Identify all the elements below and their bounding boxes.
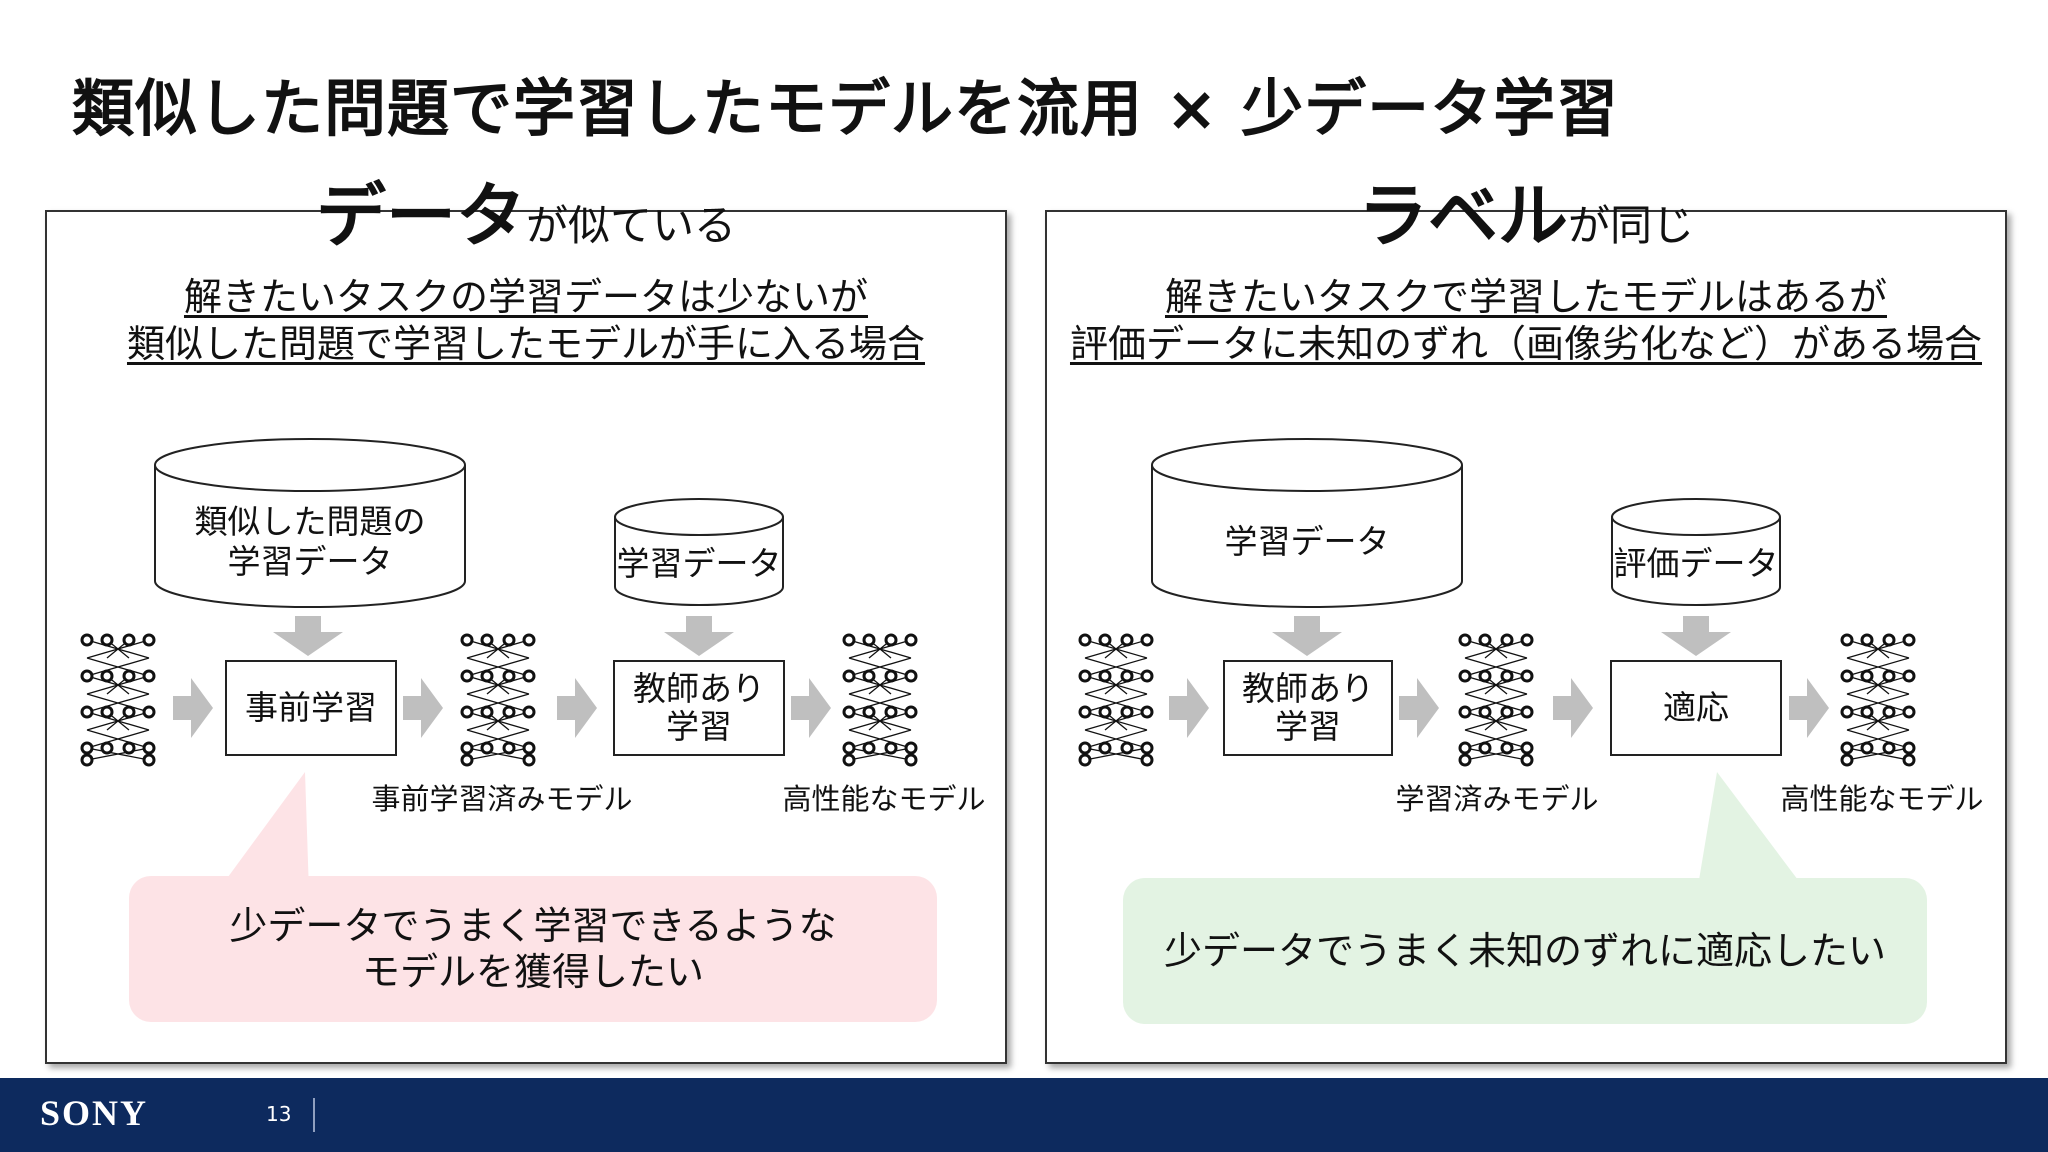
neural-network-icon bbox=[842, 633, 918, 767]
caption-pretrained-model: 事前学習済みモデル bbox=[371, 782, 633, 816]
heading-suffix: が同じ bbox=[1567, 201, 1694, 250]
neural-network-icon bbox=[1078, 633, 1154, 767]
right-arrow-icon bbox=[403, 678, 443, 738]
heading-keyword: データ bbox=[315, 175, 526, 257]
down-arrow-icon bbox=[1661, 616, 1731, 656]
neural-network-icon bbox=[80, 633, 156, 767]
right-arrow-icon bbox=[1789, 678, 1829, 738]
bubble-tail bbox=[1697, 772, 1807, 892]
heading-suffix: が似ている bbox=[525, 201, 736, 250]
right-arrow-icon bbox=[1169, 678, 1209, 738]
description-line-1: 解きたいタスクで学習したモデルはあるが bbox=[1164, 275, 1887, 319]
goal-callout: 少データでうまく学習できるようなモデルを獲得したい bbox=[129, 876, 937, 1022]
right-arrow-icon bbox=[1553, 678, 1593, 738]
database-cylinder-icon bbox=[614, 498, 784, 606]
right-arrow-icon bbox=[1399, 678, 1439, 738]
panel-similar-data: データが似ている 解きたいタスクの学習データは少ないが 類似した問題で学習したモ… bbox=[45, 175, 1007, 1064]
panel-heading: データが似ている bbox=[47, 160, 1005, 261]
panel-description: 解きたいタスクで学習したモデルはあるが 評価データに未知のずれ（画像劣化など）が… bbox=[1047, 274, 2005, 368]
footer-bar: SONY 13 bbox=[0, 1078, 2048, 1152]
right-arrow-icon bbox=[791, 678, 831, 738]
down-arrow-icon bbox=[664, 616, 734, 656]
description-line-1: 解きたいタスクの学習データは少ないが bbox=[183, 275, 868, 319]
step-box-pretraining: 事前学習 bbox=[225, 660, 397, 756]
description-line-2: 類似した問題で学習したモデルが手に入る場合 bbox=[126, 322, 925, 366]
down-arrow-icon bbox=[1272, 616, 1342, 656]
slide-title: 類似した問題で学習したモデルを流用 × 少データ学習 bbox=[72, 72, 1620, 145]
step-box-adaptation: 適応 bbox=[1610, 660, 1782, 756]
step-box-supervised: 教師あり学習 bbox=[1223, 660, 1393, 756]
neural-network-icon bbox=[1458, 633, 1534, 767]
caption-high-performance-model: 高性能なモデル bbox=[782, 782, 986, 816]
right-arrow-icon bbox=[173, 678, 213, 738]
caption-trained-model: 学習済みモデル bbox=[1395, 782, 1599, 816]
step-box-supervised: 教師あり学習 bbox=[613, 660, 785, 756]
neural-network-icon bbox=[1840, 633, 1916, 767]
database-cylinder-icon bbox=[1151, 438, 1463, 608]
right-arrow-icon bbox=[557, 678, 597, 738]
neural-network-icon bbox=[460, 633, 536, 767]
bubble-tail bbox=[217, 772, 309, 892]
db-label: 評価データ bbox=[1613, 544, 1779, 583]
panel-same-labels: ラベルが同じ 解きたいタスクで学習したモデルはあるが 評価データに未知のずれ（画… bbox=[1045, 175, 2007, 1064]
panel-heading: ラベルが同じ bbox=[1047, 160, 2005, 261]
description-line-2: 評価データに未知のずれ（画像劣化など）がある場合 bbox=[1069, 322, 1982, 366]
sony-logo: SONY bbox=[40, 1093, 149, 1133]
caption-high-performance-model: 高性能なモデル bbox=[1780, 782, 1984, 816]
down-arrow-icon bbox=[273, 616, 343, 656]
db-label: 学習データ bbox=[616, 544, 782, 583]
panel-description: 解きたいタスクの学習データは少ないが 類似した問題で学習したモデルが手に入る場合 bbox=[47, 274, 1005, 368]
heading-keyword: ラベル bbox=[1357, 175, 1568, 257]
database-cylinder-icon bbox=[154, 438, 466, 608]
footer-divider bbox=[313, 1098, 315, 1132]
db-label: 類似した問題の学習データ bbox=[194, 502, 426, 581]
db-label: 学習データ bbox=[1224, 522, 1390, 561]
page-number: 13 bbox=[266, 1102, 292, 1126]
database-cylinder-icon bbox=[1611, 498, 1781, 606]
goal-callout: 少データでうまく未知のずれに適応したい bbox=[1123, 878, 1927, 1024]
